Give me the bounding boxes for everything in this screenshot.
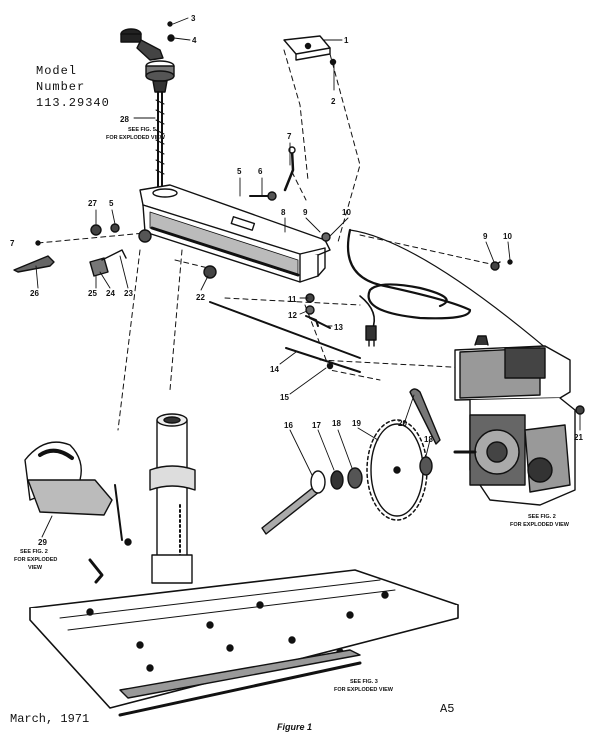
column	[149, 413, 196, 584]
callout-19: 19	[352, 419, 361, 428]
note-fig2-motor-line2: FOR EXPLODED VIEW	[510, 522, 570, 528]
callout-11: 11	[288, 295, 297, 304]
callout-7: 7	[287, 132, 292, 141]
callout-21: 21	[574, 433, 583, 442]
callout-6: 6	[258, 167, 263, 176]
callout-16: 16	[284, 421, 293, 430]
callout-5-b: 5	[109, 199, 114, 208]
callout-7-b: 7	[10, 239, 15, 248]
callout-15: 15	[280, 393, 289, 402]
callout-leaders	[35, 17, 581, 538]
callout-20: 20	[398, 419, 407, 428]
callout-9-b: 9	[483, 232, 488, 241]
arm-lock-parts	[35, 146, 331, 279]
callout-12: 12	[288, 311, 297, 320]
model-number-value: 113.29340	[36, 96, 110, 110]
callout-22: 22	[196, 293, 205, 302]
note-fig2-guard-line3: VIEW	[28, 565, 43, 571]
radial-arm	[138, 184, 331, 283]
callout-27: 27	[88, 199, 97, 208]
callout-10: 10	[342, 208, 351, 217]
note-fig3-line1: SEE FIG. 3	[350, 679, 378, 685]
callout-14: 14	[270, 365, 279, 374]
callout-23: 23	[124, 289, 133, 298]
callout-1: 1	[344, 36, 349, 45]
callout-9: 9	[303, 208, 308, 217]
rods	[209, 301, 361, 373]
callout-4: 4	[192, 36, 197, 45]
figure-caption: Figure 1	[277, 722, 313, 732]
callout-10-b: 10	[503, 232, 512, 241]
callout-29: 29	[38, 538, 47, 547]
latch-parts	[13, 249, 127, 277]
callout-17: 17	[312, 421, 321, 430]
note-fig2-guard-line2: FOR EXPLODED	[14, 557, 57, 563]
model-label: Model	[36, 64, 78, 78]
table-top	[29, 569, 459, 717]
power-cord	[346, 228, 561, 361]
callout-28: 28	[120, 115, 129, 124]
callout-13: 13	[334, 323, 343, 332]
note-fig5-line1: SEE FIG. 5	[128, 127, 156, 133]
see-figure-notes: SEE FIG. 5 FOR EXPLODED VIEW SEE FIG. 2 …	[14, 127, 570, 693]
callout-2: 2	[331, 97, 336, 106]
callout-5: 5	[237, 167, 242, 176]
clamp-parts	[305, 259, 513, 329]
note-fig5-line2: FOR EXPLODED VIEW	[106, 135, 166, 141]
cover-plate	[283, 35, 337, 66]
callout-18: 18	[332, 419, 341, 428]
page-code: A5	[440, 702, 455, 716]
callout-18-b: 18	[424, 435, 433, 444]
callout-25: 25	[88, 289, 97, 298]
revision-date: March, 1971	[10, 712, 90, 726]
note-fig3-line2: FOR EXPLODED VIEW	[334, 687, 394, 693]
callout-24: 24	[106, 289, 115, 298]
motor-assembly	[453, 335, 585, 506]
note-fig2-guard-line1: SEE FIG. 2	[20, 549, 48, 555]
elevation-crank-assembly	[120, 21, 175, 191]
blade-guard	[24, 441, 132, 584]
note-fig2-motor-line1: SEE FIG. 2	[528, 514, 556, 520]
callout-26: 26	[30, 289, 39, 298]
assembly-guide-lines	[37, 49, 496, 431]
callout-3: 3	[191, 14, 196, 23]
saw-blade-parts	[261, 388, 441, 535]
model-number-label: Number	[36, 80, 86, 94]
callout-numbers: 1 2 3 4 5 5 6 7 7 8 9 9 10 10 11 12 13 1…	[10, 14, 583, 547]
callout-8: 8	[281, 208, 286, 217]
